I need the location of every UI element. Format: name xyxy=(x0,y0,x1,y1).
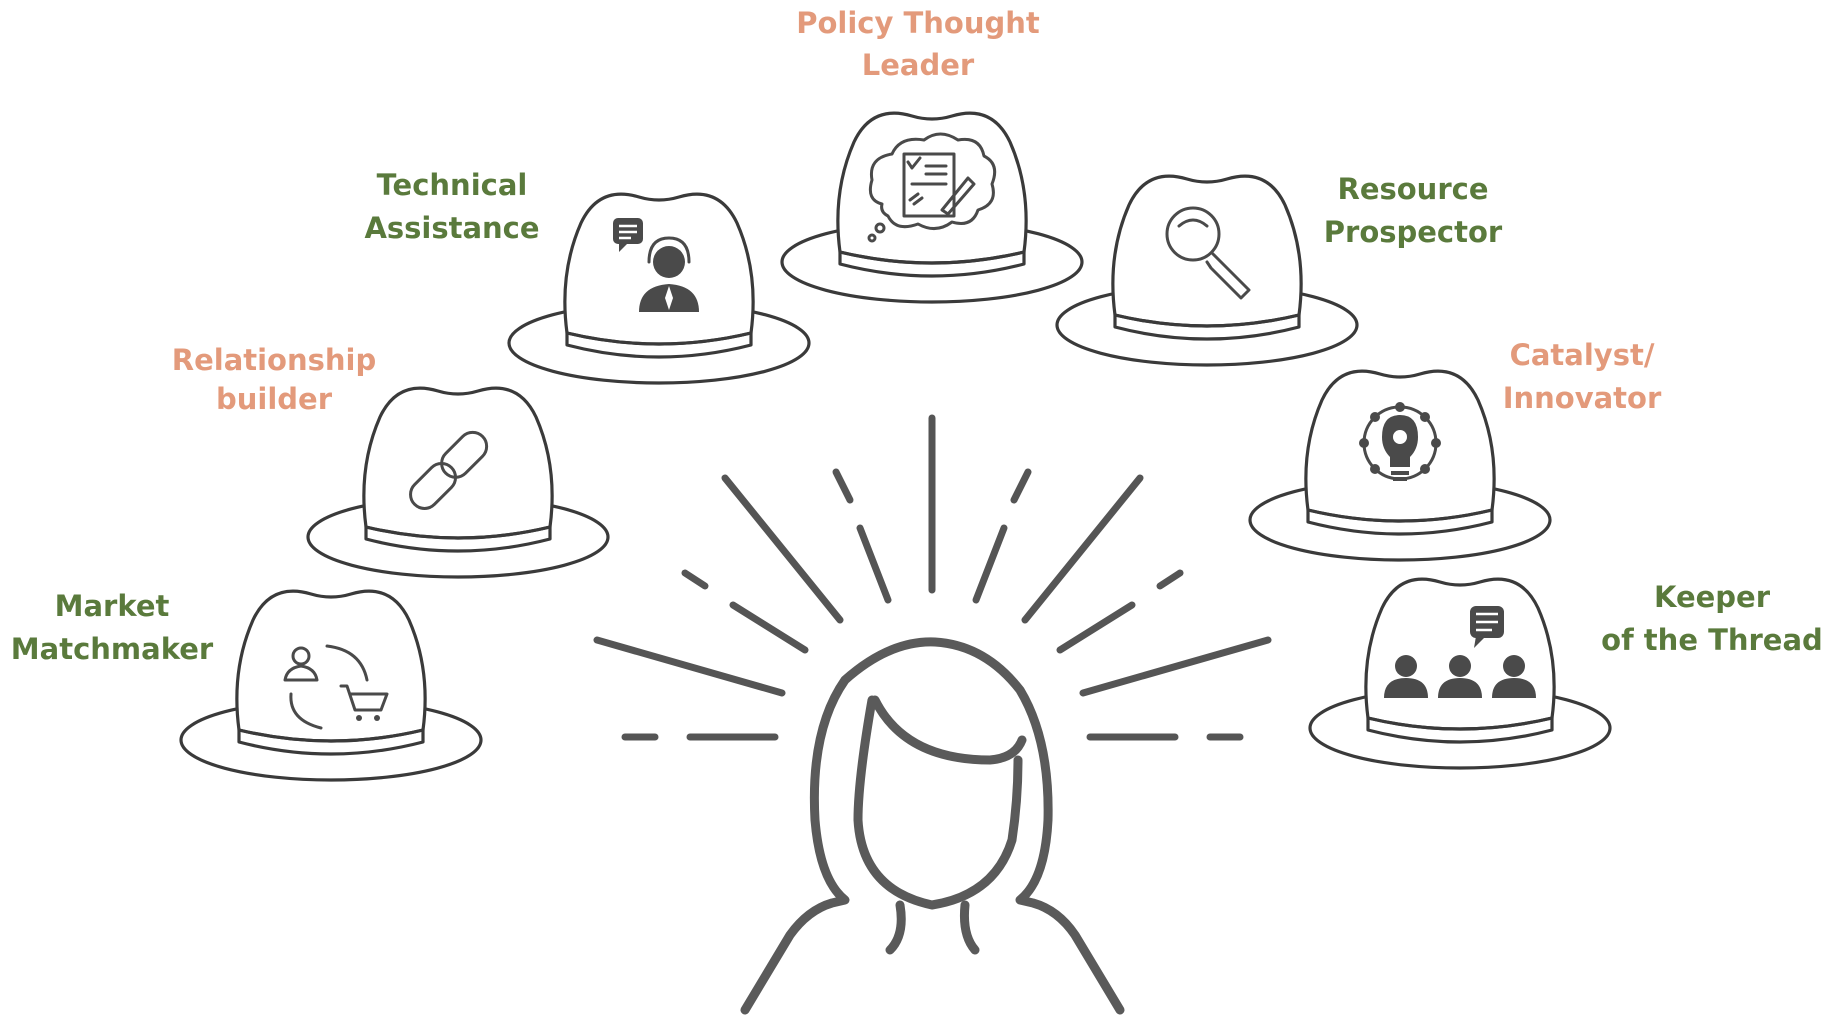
label-line: Leader xyxy=(862,48,975,82)
chain-link-icon xyxy=(409,430,489,510)
label-catalyst-innovator: Catalyst/ Innovator xyxy=(1503,338,1662,415)
radiating-rays xyxy=(593,414,1272,741)
woman-silhouette-icon xyxy=(740,637,1125,1015)
lightbulb-gear-icon xyxy=(1359,402,1441,481)
label-market-matchmaker: Market Matchmaker xyxy=(11,589,214,666)
hat-technical-assistance xyxy=(507,192,811,385)
label-line: Resource xyxy=(1338,172,1489,206)
label-resource-prospector: Resource Prospector xyxy=(1324,172,1503,249)
label-line: Prospector xyxy=(1324,215,1503,249)
policy-document-cloud-icon xyxy=(867,132,997,243)
hat-market-matchmaker xyxy=(179,589,483,782)
support-agent-icon xyxy=(613,218,699,312)
hat-resource-prospector xyxy=(1055,174,1359,367)
label-line: Matchmaker xyxy=(11,632,214,666)
label-line: Technical xyxy=(377,168,528,202)
user-cart-exchange-icon xyxy=(283,644,389,730)
label-line: Policy Thought xyxy=(796,6,1040,40)
label-policy-thought-leader: Policy Thought Leader xyxy=(796,6,1040,82)
hat-policy-thought-leader xyxy=(780,111,1084,304)
label-line: Keeper xyxy=(1654,580,1771,614)
group-chat-icon xyxy=(1384,606,1536,698)
hat-relationship-builder xyxy=(306,386,610,579)
hat-catalyst-innovator xyxy=(1248,369,1552,562)
label-line: of the Thread xyxy=(1601,623,1823,657)
hat-keeper-of-the-thread xyxy=(1308,577,1612,770)
magnifier-icon xyxy=(1165,206,1251,300)
label-line: Relationship xyxy=(172,343,377,377)
label-technical-assistance: Technical Assistance xyxy=(364,168,539,245)
label-line: Catalyst/ xyxy=(1510,338,1655,372)
label-relationship-builder: Relationship builder xyxy=(172,343,377,416)
label-keeper-of-the-thread: Keeper of the Thread xyxy=(1601,580,1823,657)
label-line: builder xyxy=(216,382,333,416)
label-line: Market xyxy=(55,589,170,623)
label-line: Innovator xyxy=(1503,381,1662,415)
label-line: Assistance xyxy=(364,211,539,245)
